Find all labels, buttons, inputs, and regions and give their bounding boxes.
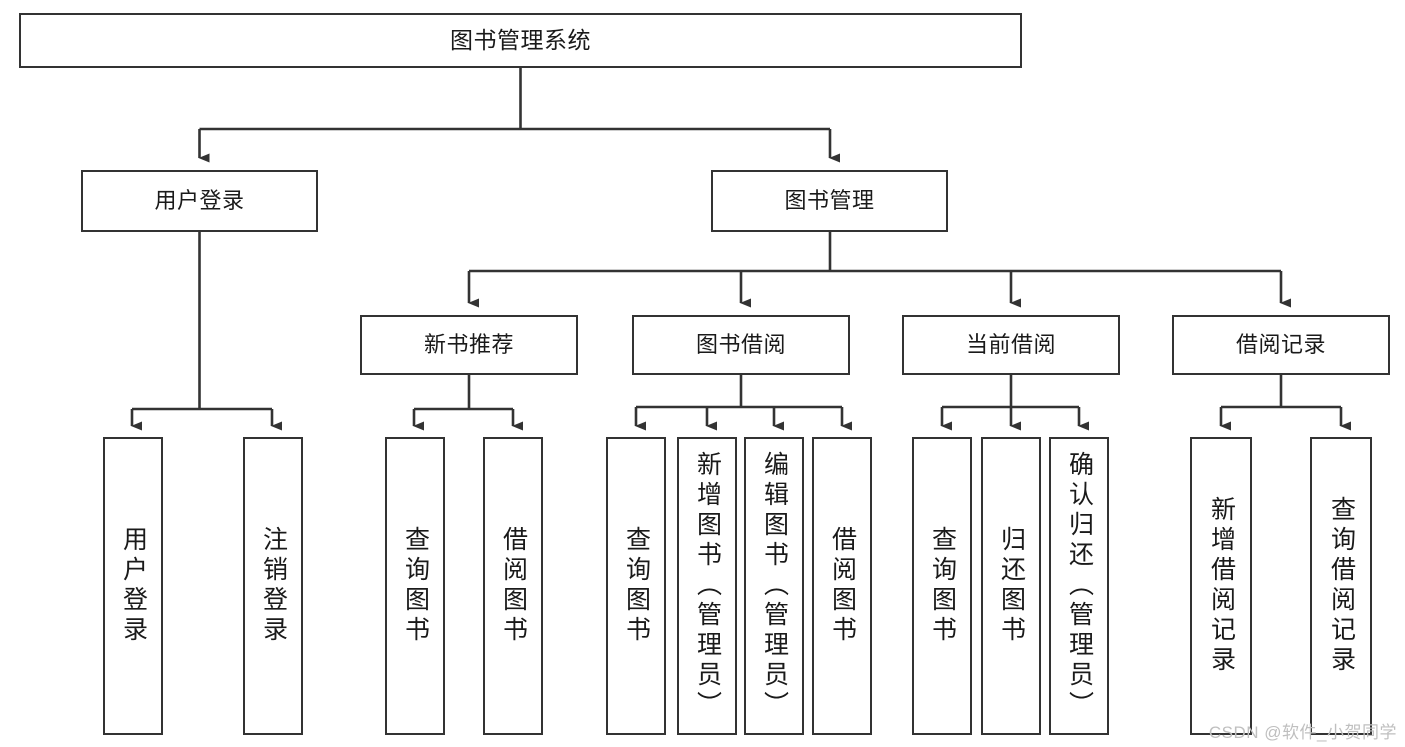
node-label: 查询图书 [622,526,651,646]
node-label: 借阅图书 [828,526,857,646]
node-label: 图书借阅 [695,332,786,358]
node-label: 编辑图书（管理员） [760,451,789,721]
leaf-add-borrow-record[interactable]: 新增借阅记录 [1190,437,1252,735]
node-label: 用户登录 [154,188,245,214]
leaf-query-book-recommend[interactable]: 查询图书 [385,437,445,735]
node-label: 确认归还（管理员） [1065,451,1094,721]
node-label: 借阅记录 [1235,332,1326,358]
node-label: 查询图书 [401,526,430,646]
node-new-book-recommend[interactable]: 新书推荐 [360,315,578,375]
leaf-confirm-return-admin[interactable]: 确认归还（管理员） [1049,437,1109,735]
node-label: 查询图书 [928,526,957,646]
node-label: 当前借阅 [965,332,1056,358]
leaf-edit-book-admin[interactable]: 编辑图书（管理员） [744,437,804,735]
node-label: 归还图书 [997,526,1026,646]
leaf-add-book-admin[interactable]: 新增图书（管理员） [677,437,737,735]
leaf-query-book-borrow[interactable]: 查询图书 [606,437,666,735]
leaf-query-book-current[interactable]: 查询图书 [912,437,972,735]
leaf-return-book[interactable]: 归还图书 [981,437,1041,735]
node-book-management-system[interactable]: 图书管理系统 [19,13,1022,68]
leaf-logout-login[interactable]: 注销登录 [243,437,303,735]
node-label: 查询借阅记录 [1327,496,1356,676]
leaf-user-login[interactable]: 用户登录 [103,437,163,735]
node-label: 用户登录 [119,526,148,646]
node-label: 注销登录 [259,526,288,646]
csdn-watermark: CSDN @软件_小贺同学 [1208,723,1397,742]
node-book-borrow[interactable]: 图书借阅 [632,315,850,375]
node-label: 新增图书（管理员） [693,451,722,721]
node-label: 新书推荐 [423,332,514,358]
leaf-borrow-book[interactable]: 借阅图书 [812,437,872,735]
node-borrow-record[interactable]: 借阅记录 [1172,315,1390,375]
node-current-borrow[interactable]: 当前借阅 [902,315,1120,375]
node-book-management[interactable]: 图书管理 [711,170,948,232]
node-label: 图书管理系统 [450,26,591,53]
node-label: 图书管理 [784,188,875,214]
node-label: 借阅图书 [499,526,528,646]
node-label: 新增借阅记录 [1207,496,1236,676]
node-user-login[interactable]: 用户登录 [81,170,318,232]
leaf-borrow-book-recommend[interactable]: 借阅图书 [483,437,543,735]
leaf-query-borrow-record[interactable]: 查询借阅记录 [1310,437,1372,735]
